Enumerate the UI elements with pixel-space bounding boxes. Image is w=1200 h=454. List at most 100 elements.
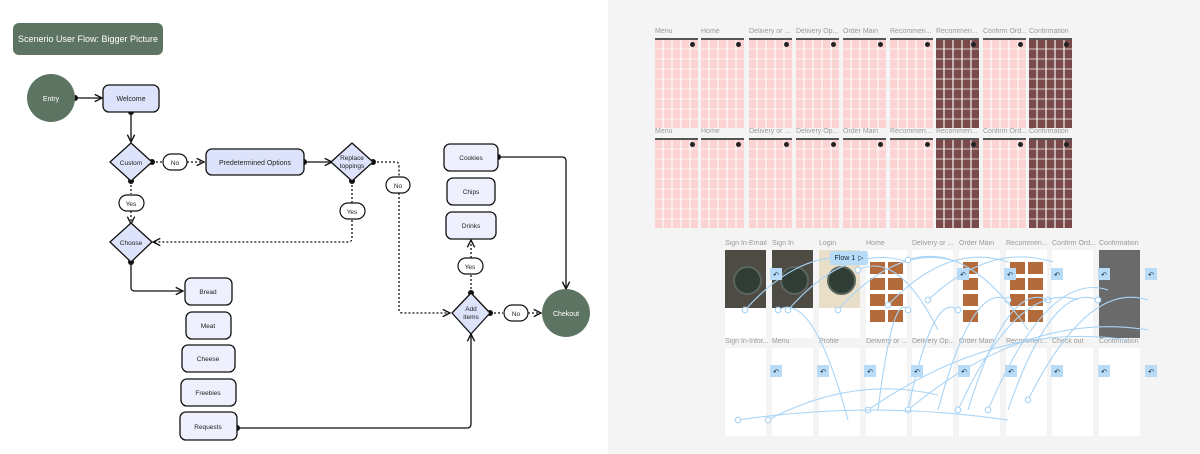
flowchart-svg: Entry Chekout Welcome Predetermined Opti… <box>27 74 590 441</box>
prototype-label: Delivery Op... <box>912 338 955 345</box>
food-photo <box>888 262 903 274</box>
wireframe-label: Menu <box>655 28 673 35</box>
profile-icon <box>784 42 789 47</box>
prototype-screen[interactable] <box>866 348 907 436</box>
svg-text:Cheese: Cheese <box>197 356 220 363</box>
prototype-label: Check out <box>1052 338 1084 345</box>
wireframe-frame[interactable] <box>1029 138 1072 228</box>
prototype-label: Recommen... <box>1006 240 1048 247</box>
wireframe-frame[interactable] <box>983 138 1026 228</box>
prototype-screen[interactable] <box>725 250 766 338</box>
flow-1-badge[interactable]: Flow 1 ▷ <box>830 251 868 265</box>
back-arrow-icon[interactable] <box>1145 365 1157 377</box>
yes-pill-2 <box>339 202 366 220</box>
prototype-label: Sign In-Infor... <box>725 338 769 345</box>
prototype-label: Order Main <box>959 240 995 247</box>
predetermined-label: Predetermined Options <box>219 160 291 167</box>
edge-yes-choose-2 <box>153 220 353 242</box>
user-flow-canvas: Scenerio User Flow: Bigger Picture <box>13 23 590 441</box>
wireframe-frame[interactable] <box>655 38 698 128</box>
edge-requests-additems <box>237 334 471 429</box>
food-photo <box>870 294 885 306</box>
edge-no-additems <box>398 193 450 313</box>
connection-node[interactable] <box>764 416 772 424</box>
wireframe-frame[interactable] <box>655 138 698 228</box>
prototype-screen[interactable] <box>866 250 907 338</box>
prototype-screen[interactable] <box>1099 250 1140 338</box>
flow-1-label: Flow 1 <box>834 254 856 262</box>
wireframe-label: Recommen... <box>936 28 978 35</box>
prototype-screen[interactable] <box>912 250 953 338</box>
food-photo <box>888 294 903 306</box>
svg-text:No: No <box>512 311 521 318</box>
logo-badge <box>827 266 856 295</box>
profile-icon <box>1064 42 1069 47</box>
prototype-screen[interactable] <box>772 250 813 338</box>
welcome-node <box>102 84 160 113</box>
prototype-label: Confirm Ord... <box>1052 240 1096 247</box>
wireframe-frame[interactable] <box>983 38 1026 128</box>
prototype-label: Confirmation <box>1099 338 1139 345</box>
food-photo <box>1010 294 1025 306</box>
svg-text:No: No <box>171 160 180 167</box>
custom-decision <box>109 142 153 182</box>
back-arrow-glyph: ↶ <box>1148 369 1154 376</box>
food-photo <box>888 278 903 290</box>
wireframe-frame[interactable] <box>701 38 744 128</box>
freebies-node <box>180 378 237 407</box>
prototype-screen[interactable] <box>1099 348 1140 436</box>
svg-text:Yes: Yes <box>347 209 358 216</box>
wireframe-frame[interactable] <box>936 38 979 128</box>
edge-replace-no <box>373 161 400 176</box>
prototype-screen[interactable] <box>1052 250 1093 338</box>
wireframe-frame[interactable] <box>1029 38 1072 128</box>
wireframe-frame[interactable] <box>701 138 744 228</box>
wireframe-label: Home <box>701 28 720 35</box>
wireframe-label: Confirmation <box>1029 128 1069 135</box>
prototype-label: Confirmation <box>1099 240 1139 247</box>
prototype-label: Sign In-Email <box>725 240 767 247</box>
play-icon: ▷ <box>858 255 864 262</box>
wireframe-frame[interactable] <box>890 138 933 228</box>
prototype-label: Order Main <box>959 338 995 345</box>
prototype-screen[interactable] <box>772 348 813 436</box>
drinks-node <box>445 211 497 240</box>
wireframe-frame[interactable] <box>890 38 933 128</box>
wireframe-label: Recommen... <box>936 128 978 135</box>
prototype-screen[interactable] <box>1006 348 1047 436</box>
svg-text:Yes: Yes <box>465 264 476 271</box>
profile-icon <box>1064 142 1069 147</box>
prototype-screen[interactable] <box>1052 348 1093 436</box>
profile-icon <box>831 142 836 147</box>
prototype-screen[interactable] <box>725 348 766 436</box>
wireframe-frame[interactable] <box>796 38 839 128</box>
choose-label: Choose <box>120 240 143 247</box>
svg-text:Freebies: Freebies <box>195 390 221 397</box>
back-arrow-icon[interactable] <box>1145 268 1157 280</box>
prototype-screen[interactable] <box>819 348 860 436</box>
cheese-node <box>181 344 236 373</box>
svg-text:Meat: Meat <box>201 323 216 330</box>
additems-label-1: Add <box>465 306 477 313</box>
wireframe-frame[interactable] <box>796 138 839 228</box>
wireframe-frame[interactable] <box>749 138 792 228</box>
prototype-screen[interactable] <box>959 348 1000 436</box>
prototype-screen[interactable] <box>1006 250 1047 338</box>
prototype-screen[interactable] <box>912 348 953 436</box>
profile-icon <box>736 142 741 147</box>
food-photo <box>963 262 978 274</box>
wireframe-label: Confirm Ord... <box>983 28 1027 35</box>
wireframe-frame[interactable] <box>843 138 886 228</box>
wireframe-label: Confirm Ord... <box>983 128 1027 135</box>
logo-badge <box>780 266 809 295</box>
no-pill-3 <box>503 304 529 322</box>
wireframe-frame[interactable] <box>749 38 792 128</box>
prototype-screen[interactable] <box>959 250 1000 338</box>
wireframe-frame[interactable] <box>843 38 886 128</box>
additems-decision <box>451 292 491 335</box>
wireframe-frame[interactable] <box>936 138 979 228</box>
wireframe-label: Order Main <box>843 28 879 35</box>
food-photo <box>1028 294 1043 306</box>
food-photo <box>870 310 885 322</box>
